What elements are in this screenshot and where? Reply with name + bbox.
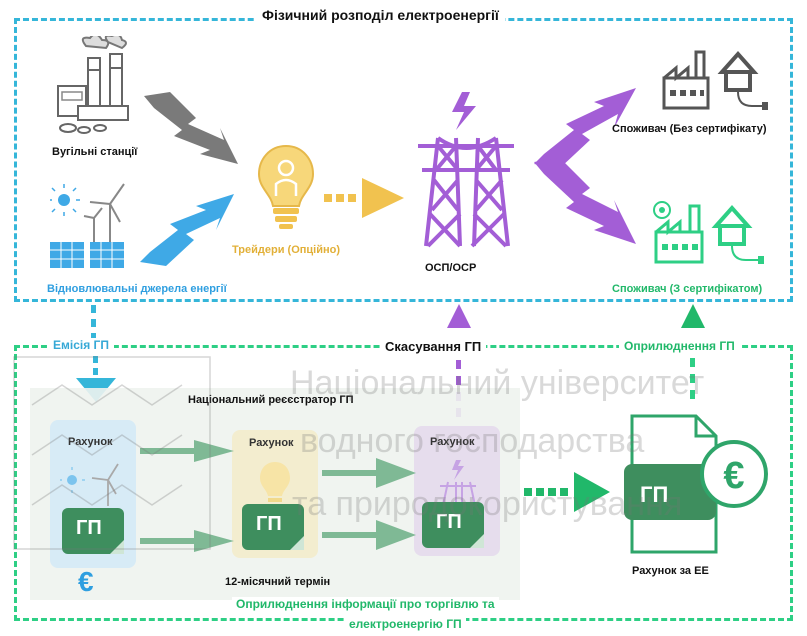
grid-to-consumer-nocert-arrow	[534, 88, 636, 168]
producer-go-text: ГП	[76, 517, 102, 539]
renewable-to-trader-arrow	[140, 194, 234, 266]
bottom-caption-line2: електроенергію ГП	[345, 617, 466, 631]
svg-text:€: €	[723, 455, 744, 497]
grid-to-consumer-cert-arrow	[534, 158, 636, 244]
trader-account-label: Рахунок	[249, 437, 294, 449]
invoice-label: Рахунок за ЕЕ	[632, 565, 709, 577]
cancellation-arrow	[447, 304, 471, 328]
trader-account-bulb-icon	[260, 462, 290, 502]
consumer-cert-label: Споживач (З сертифікатом)	[612, 283, 763, 295]
renewables-label: Відновлювальні джерела енергії	[47, 283, 227, 295]
grid-to-invoice-arrow	[524, 472, 610, 512]
watermark-line3: та природокористування	[292, 485, 683, 523]
producer-to-trader-arrows	[140, 440, 234, 552]
trader-to-grid-arrow	[324, 178, 404, 218]
invoice-icon: €	[624, 414, 768, 554]
term-label: 12-місячний термін	[225, 576, 331, 588]
grid-go-text: ГП	[436, 511, 462, 533]
grid-account-tower-icon	[440, 460, 477, 510]
consumer-cert-icon	[653, 201, 764, 264]
consumer-nocert-label: Споживач (Без сертифікату)	[612, 123, 767, 135]
euro-symbol: €	[78, 566, 94, 597]
bottom-caption-line1: Оприлюднення інформації про торгівлю та	[232, 597, 499, 611]
disclosure-arrow	[681, 304, 705, 328]
renewables-icon	[50, 183, 125, 268]
trader-go-text: ГП	[256, 513, 282, 535]
coal-label: Вугільні станції	[52, 146, 138, 158]
coal-plant-icon	[57, 36, 129, 134]
grid-account-label: Рахунок	[430, 436, 475, 448]
grid-label: ОСП/ОСР	[425, 262, 477, 274]
watermark-logo	[13, 356, 211, 550]
traders-label: Трейдери (Опційно)	[232, 244, 341, 256]
issuance-label: Емісія ГП	[48, 338, 114, 352]
trader-go-badge	[242, 504, 304, 550]
watermark-line2: водного господарства	[300, 422, 645, 460]
consumer-nocert-icon	[662, 50, 768, 110]
trader-bulb-icon	[257, 144, 315, 229]
transmission-tower-icon	[418, 92, 514, 248]
cancellation-label: Скасування ГП	[380, 339, 487, 354]
issuance-connector	[91, 305, 96, 341]
disclosure-label: Оприлюднення ГП	[619, 339, 740, 353]
producer-account-label: Рахунок	[68, 436, 113, 448]
trader-to-grid-arrows	[322, 458, 416, 550]
producer-go-badge	[62, 508, 124, 554]
grid-go-badge	[422, 502, 484, 548]
coal-to-trader-arrow	[144, 92, 238, 164]
disclosure-connector	[690, 358, 695, 399]
watermark-line1: Національний університет	[290, 364, 705, 402]
producer-account-renewables-icon	[60, 463, 119, 506]
registry-label: Національний реєєстратор ГП	[188, 394, 354, 406]
physical-title: Фізичний розподіл електроенергії	[256, 7, 505, 23]
invoice-go-text: ГП	[640, 482, 669, 507]
